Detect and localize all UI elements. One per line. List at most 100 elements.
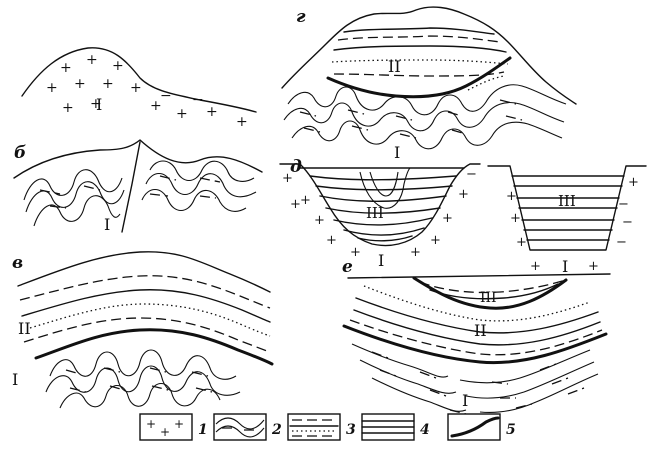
svg-text:+: + [112, 58, 124, 74]
panel-v-label-complex-one: I [12, 370, 18, 389]
trapezoid-fill-layers [511, 175, 625, 241]
panel-e-iii-layer [429, 283, 559, 300]
legend-swatch-granite [139, 413, 193, 441]
svg-text:+: + [326, 233, 337, 248]
panel-b-fold-pattern [23, 160, 257, 227]
panel-a-label-complex: I [96, 95, 102, 114]
legend-item-unconformity: 5 [447, 413, 516, 441]
panel-g-layer-1 [343, 27, 495, 35]
panel-v-layer-solid-1 [21, 289, 271, 323]
panel-b: б I [13, 139, 263, 234]
panel-b-fault [121, 141, 141, 233]
svg-text:−: − [192, 92, 204, 108]
panel-g-layer-2 [337, 35, 501, 43]
svg-text:−: − [616, 235, 627, 250]
panel-e-ii-layer-2 [353, 309, 601, 346]
panel-g: г II I [281, 6, 577, 162]
svg-text:−: − [618, 197, 629, 212]
panel-d-label-complex-one: I [378, 251, 384, 270]
legend-number-1: 1 [198, 422, 208, 438]
svg-text:+: + [74, 76, 86, 92]
svg-text:+: + [160, 425, 170, 439]
panel-d-fill-layers [309, 167, 457, 242]
legend-number-2: 2 [271, 422, 282, 438]
panel-e-label-complex-one: I [462, 391, 468, 410]
panel-a-granite-pattern: + + + + + + + + + + + + + − − [46, 52, 248, 130]
svg-text:+: + [314, 213, 325, 228]
svg-text:+: + [62, 100, 74, 116]
legend: + + + 1 2 3 4 [139, 413, 516, 441]
svg-text:+: + [86, 52, 98, 68]
panel-e-surface [347, 273, 611, 279]
panel-v-layer-dot [29, 303, 271, 337]
panel-a: + + + + + + + + + + + + + − − I [21, 47, 257, 130]
svg-text:+: + [506, 189, 517, 204]
panel-e-iii-dash [419, 279, 567, 294]
trapezoid-label-complex-one: I [562, 257, 568, 276]
svg-text:+: + [176, 106, 188, 122]
panel-b-surface [13, 139, 263, 179]
svg-text:+: + [150, 98, 162, 114]
panel-d: д + + + + + + + + + − + III I [279, 157, 481, 270]
legend-item-folded: 2 [213, 413, 282, 441]
svg-text:+: + [510, 211, 521, 226]
svg-text:+: + [60, 60, 72, 76]
panel-e-fold-pattern [351, 343, 599, 415]
panel-e-ii-dot [363, 285, 591, 322]
svg-text:+: + [90, 96, 102, 112]
panel-g-layer-3 [333, 45, 507, 53]
panel-g-layer-5 [333, 71, 505, 77]
panel-d-label-complex-three: III [366, 204, 384, 222]
svg-text:+: + [174, 417, 184, 431]
panel-d-basin-outline [279, 163, 481, 247]
svg-text:+: + [206, 104, 218, 120]
panel-g-layer-4 [331, 59, 509, 65]
svg-text:+: + [516, 235, 527, 250]
legend-item-mixed: 3 [287, 413, 356, 441]
svg-text:+: + [130, 80, 142, 96]
svg-text:+: + [628, 175, 639, 190]
svg-text:+: + [442, 211, 453, 226]
panel-v-fold-pattern [45, 349, 241, 409]
panel-g-label-complex-two: II [388, 57, 401, 76]
svg-text:+: + [46, 80, 58, 96]
panel-g-fold-pattern [283, 75, 567, 150]
svg-text:+: + [588, 259, 599, 274]
panel-d-letter: д [290, 157, 302, 177]
svg-text:+: + [300, 193, 311, 208]
panel-v-letter: в [12, 253, 23, 273]
legend-number-5: 5 [506, 422, 516, 438]
svg-text:−: − [160, 88, 172, 104]
trapezoid-outline [487, 165, 647, 251]
trapezoid-granite-pattern: + + + + + − − − + [506, 175, 639, 274]
panel-d-granite-pattern: + + + + + + + + + − + [282, 167, 477, 260]
panel-g-unconformity [326, 56, 512, 99]
panel-v-unconformity [34, 328, 274, 366]
panel-v-layer-dash-1 [19, 275, 271, 309]
panel-e: е III II I [342, 257, 611, 415]
panel-e-ii-layer-1 [355, 297, 599, 334]
panel-v: в II I [12, 251, 274, 409]
svg-text:+: + [146, 417, 156, 431]
panel-e-letter: е [342, 257, 353, 277]
svg-text:+: + [530, 259, 541, 274]
legend-number-4: 4 [420, 422, 430, 438]
panel-a-hill-outline [21, 47, 257, 113]
panel-v-label-complex-two: II [18, 319, 31, 338]
legend-item-granite: + + + 1 [139, 413, 208, 441]
panel-e-unconformity-upper [412, 276, 568, 310]
panel-g-letter: г [296, 7, 306, 27]
svg-text:+: + [290, 197, 301, 212]
panel-e-label-complex-three: III [480, 290, 497, 306]
svg-text:+: + [350, 245, 361, 260]
trapezoid-label-complex-three: III [558, 192, 576, 210]
svg-text:+: + [458, 187, 469, 202]
panel-v-layer-dash-2 [23, 317, 271, 353]
svg-text:−: − [466, 167, 477, 182]
svg-text:+: + [410, 245, 421, 260]
panel-e-label-complex-two: II [474, 321, 487, 340]
panel-b-label-complex: I [104, 215, 110, 234]
svg-text:+: + [282, 171, 293, 186]
